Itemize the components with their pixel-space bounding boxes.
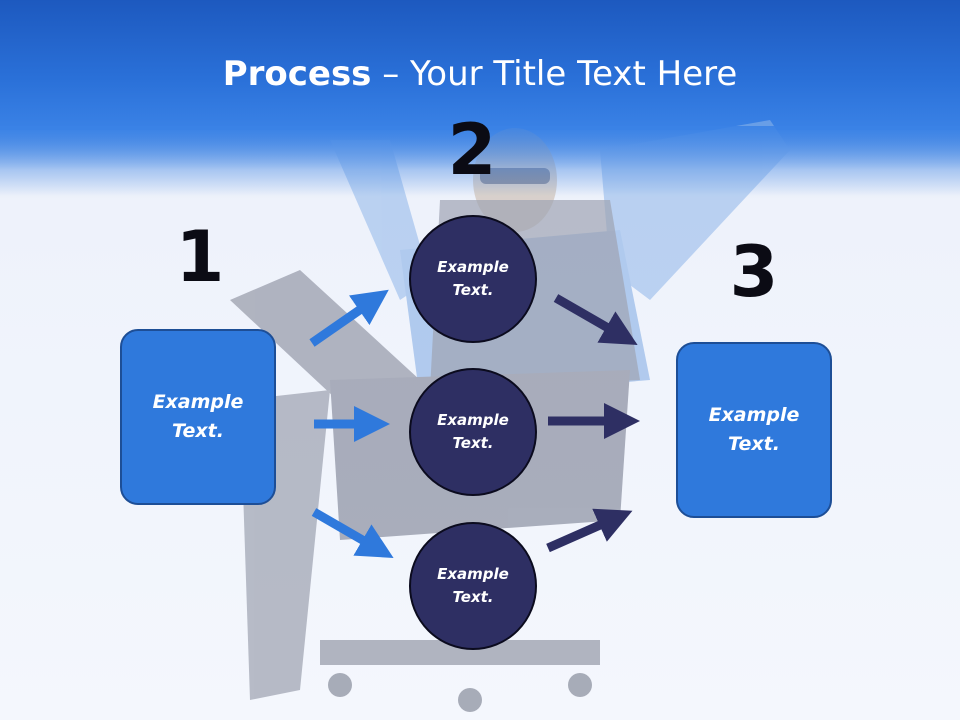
step-number-2: 2 — [447, 109, 497, 191]
header-fade — [0, 126, 960, 196]
process-box-right-text: Example Text. — [708, 404, 800, 455]
header-band — [0, 0, 960, 130]
process-circle-top-text: Example Text. — [437, 258, 509, 299]
arrow-left-up — [309, 289, 389, 347]
arrow-right-up — [546, 508, 633, 553]
process-box-left-text: Example Text. — [152, 391, 244, 442]
title-strong: Process — [222, 54, 372, 94]
process-circle-top: Example Text. — [409, 215, 537, 343]
process-circle-bottom: Example Text. — [409, 522, 537, 650]
process-circle-bottom-text: Example Text. — [437, 565, 509, 606]
arrow-right-down — [553, 294, 638, 345]
step-number-3: 3 — [729, 231, 779, 313]
process-circle-middle-text: Example Text. — [437, 411, 509, 452]
process-box-right: Example Text. — [676, 342, 832, 518]
process-circle-middle: Example Text. — [409, 368, 537, 496]
process-box-left: Example Text. — [120, 329, 276, 505]
step-number-1: 1 — [175, 216, 225, 298]
title-rest: – Your Title Text Here — [371, 54, 738, 94]
slide-title: Process – Your Title Text Here — [0, 52, 960, 96]
arrow-left-down — [311, 508, 394, 559]
